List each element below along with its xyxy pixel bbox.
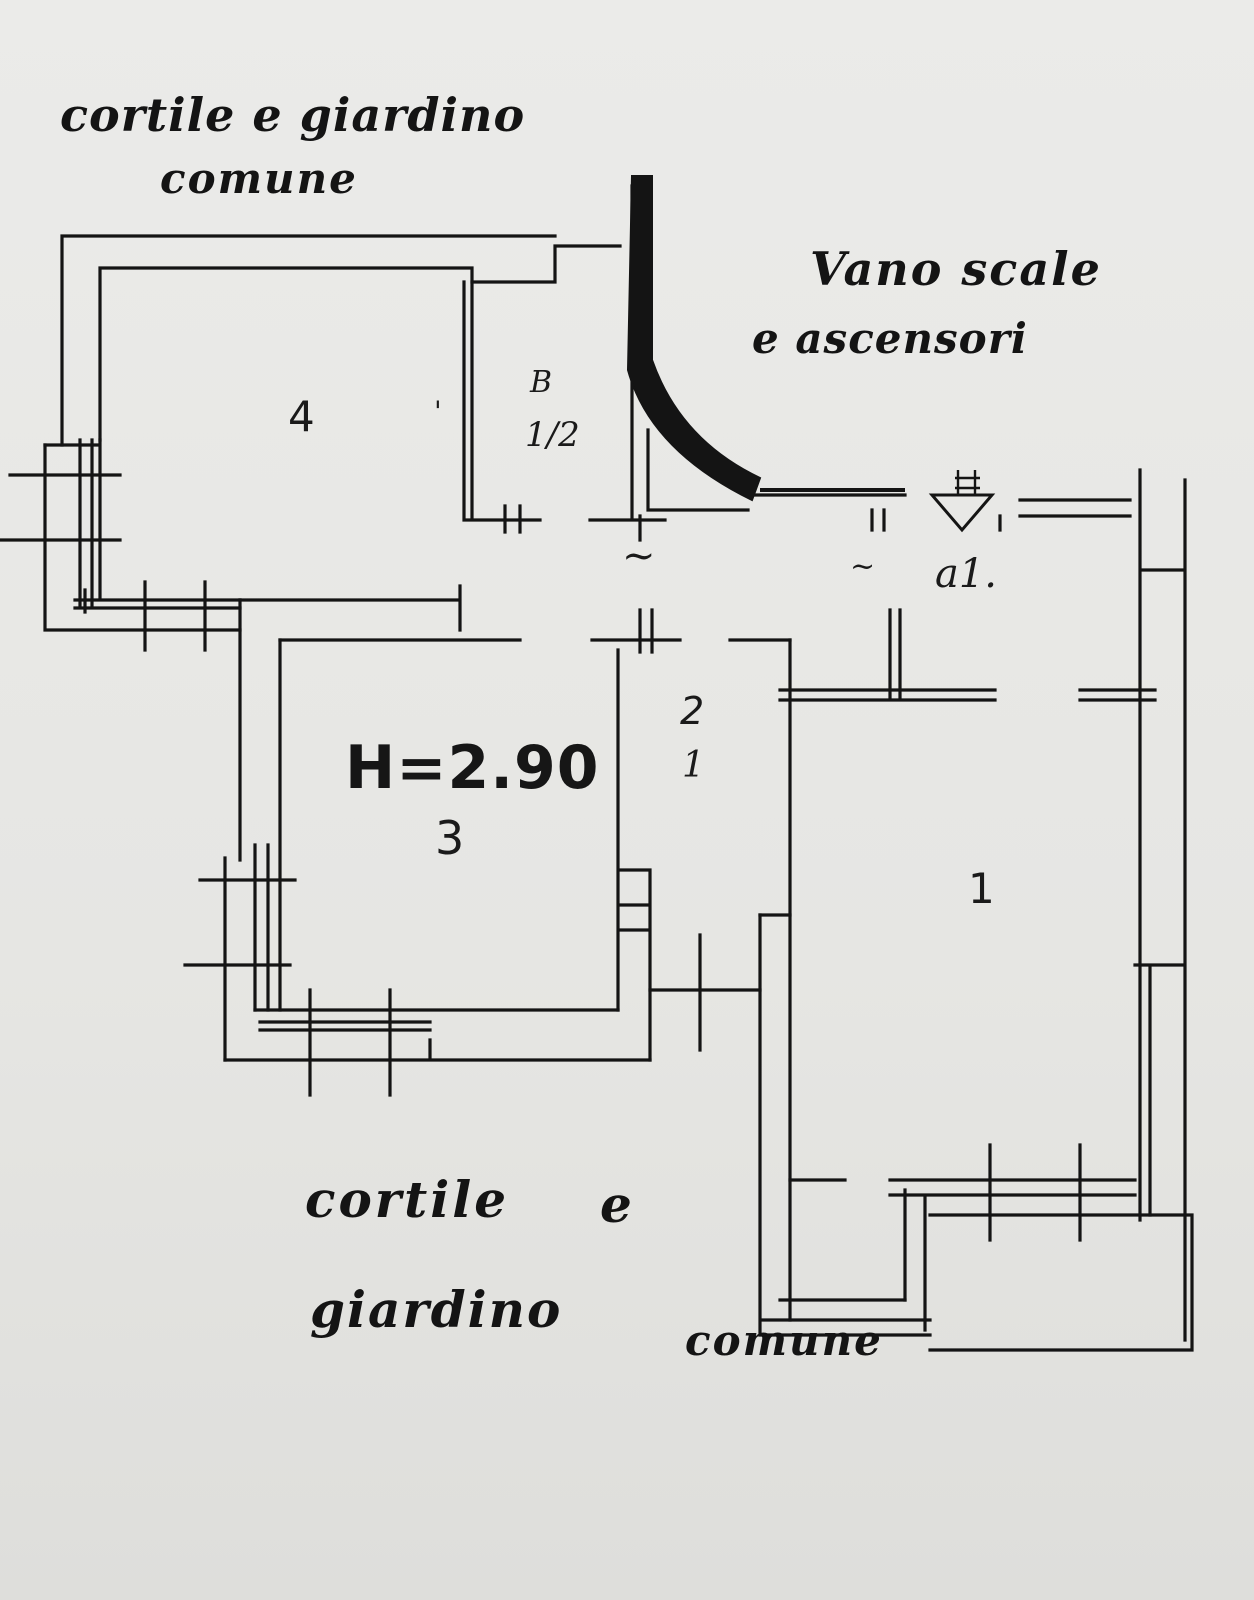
door-room3-room2: [648, 913, 792, 1052]
room-number-4: 4: [288, 392, 315, 441]
label-common-bottom: comune: [685, 1316, 883, 1365]
label-courtyard-bottom: cortile: [305, 1170, 510, 1229]
label-courtyard-top-common: comune: [160, 154, 358, 203]
stair-wall-curve: [626, 175, 762, 502]
wall-tick-mark: ': [434, 395, 442, 428]
room-number-2: 2: [680, 689, 705, 733]
walls: [0, 184, 1194, 1352]
tilde-mark: ~: [622, 533, 656, 579]
entrance-marks: [955, 470, 980, 495]
room-number-1: 1: [968, 864, 995, 913]
label-stairwell: Vano scale: [810, 242, 1102, 296]
wall-room3-bottom: [223, 988, 652, 1097]
wall-room4-outer: [43, 234, 557, 632]
room-number-3: 3: [435, 811, 465, 865]
wall-room3-left: [183, 598, 297, 1062]
ceiling-height-label: H=2.90: [345, 733, 600, 803]
label-garden-bottom: giardino: [310, 1280, 563, 1339]
wall-room3-right: [616, 648, 652, 1062]
wall-outer-bottom: [758, 913, 1194, 1352]
label-courtyard-bottom-and: e: [600, 1175, 632, 1234]
wall-corridor-top: [746, 493, 1132, 532]
bath-mark: B: [530, 365, 553, 400]
wall-room3-top: [238, 584, 792, 654]
label-courtyard-top: cortile e giardino: [60, 88, 526, 142]
wall-room2-right: [778, 608, 1157, 1322]
entrance-arrow-icon: [928, 493, 996, 533]
bath-number: 1/2: [525, 415, 580, 455]
label-a1: a1.: [935, 551, 998, 597]
window-room4-left: [0, 438, 242, 652]
wall-room4-inner: [98, 244, 622, 442]
room-number-2-sub: 1: [682, 745, 705, 786]
label-elevators: e ascensori: [752, 314, 1028, 363]
wall-partition-bath: [462, 280, 542, 534]
tilde-mark-small: ~: [850, 549, 876, 584]
wall-bath-right: [588, 184, 750, 542]
wall-room1-right: [1133, 468, 1187, 1342]
wall-room1-bottom: [788, 1143, 1137, 1332]
